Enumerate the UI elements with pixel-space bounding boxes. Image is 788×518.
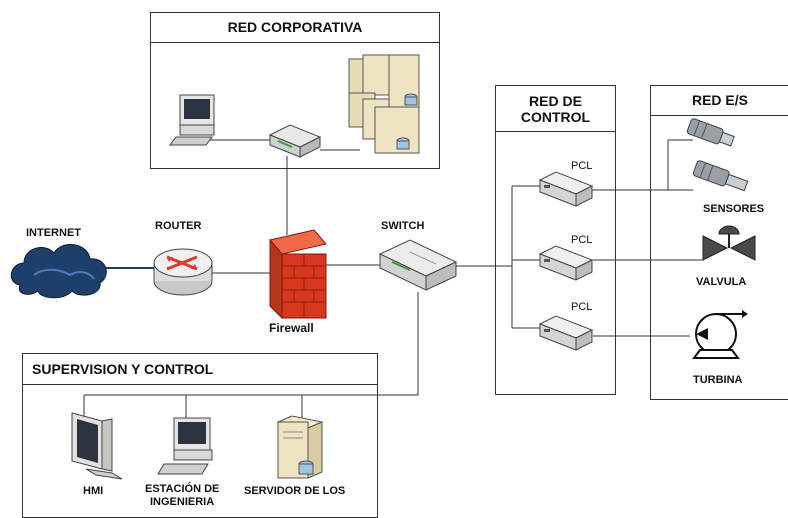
pcl-label-2: PCL bbox=[571, 234, 593, 246]
turbine-icon bbox=[692, 310, 748, 359]
plc-icon bbox=[538, 315, 594, 351]
connections bbox=[83, 139, 703, 420]
sensor-icon bbox=[686, 118, 735, 147]
estacion-label-line1: ESTACIÓN DE bbox=[145, 483, 220, 495]
plc-icon bbox=[538, 245, 594, 281]
turbina-label: TURBINA bbox=[693, 374, 743, 386]
control-network-zone: RED DE CONTROL bbox=[495, 85, 616, 395]
server-icon bbox=[276, 415, 324, 479]
estacion-label-line2: INGENIERIA bbox=[150, 496, 215, 508]
control-network-title: RED DE CONTROL bbox=[496, 86, 615, 132]
pcl-label-1: PCL bbox=[571, 160, 593, 172]
supervision-title: SUPERVISION Y CONTROL bbox=[23, 354, 377, 385]
switch-icon bbox=[378, 239, 458, 291]
firewall-icon bbox=[269, 229, 327, 320]
server-rack-icon bbox=[348, 54, 420, 154]
valve-icon bbox=[702, 225, 756, 261]
plc-icon bbox=[538, 171, 594, 207]
hmi-label: HMI bbox=[83, 485, 104, 497]
router-icon bbox=[153, 248, 213, 296]
servidor-label: SERVIDOR DE LOS bbox=[244, 485, 346, 497]
computer-icon bbox=[169, 94, 215, 146]
cloud-icon bbox=[10, 244, 107, 299]
sensor-icon bbox=[692, 160, 749, 192]
io-network-title: RED E/S bbox=[651, 86, 788, 116]
hub-icon bbox=[268, 124, 322, 158]
sensores-label: SENSORES bbox=[703, 203, 765, 215]
router-label: ROUTER bbox=[155, 220, 202, 232]
corporate-network-title: RED CORPORATIVA bbox=[151, 13, 439, 43]
firewall-label: Firewall bbox=[269, 321, 314, 335]
computer-icon bbox=[157, 417, 213, 475]
switch-label: SWITCH bbox=[381, 220, 425, 232]
monitor-icon bbox=[71, 412, 123, 480]
internet-label: INTERNET bbox=[26, 227, 81, 239]
pcl-label-3: PCL bbox=[571, 301, 593, 313]
valvula-label: VALVULA bbox=[696, 276, 747, 288]
